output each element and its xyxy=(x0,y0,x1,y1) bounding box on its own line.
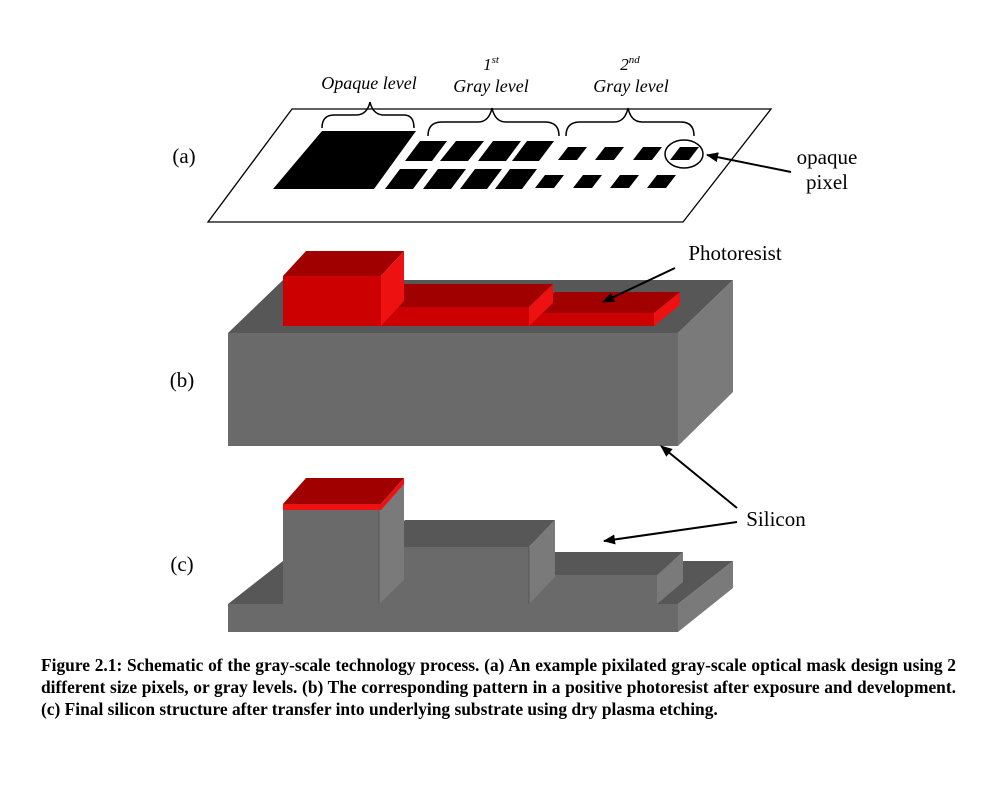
photoresist-step-3 xyxy=(529,292,680,326)
mask-pixel xyxy=(647,175,676,188)
resist-side xyxy=(381,251,404,326)
silicon-arrow-to-slab xyxy=(660,445,738,509)
panel-label-b: (b) xyxy=(170,368,195,392)
opaque-level-label: Opaque level xyxy=(321,73,416,93)
mask-pixel xyxy=(405,141,447,161)
photoresist-step-2 xyxy=(379,284,553,326)
mask-plate xyxy=(206,108,773,223)
mask-pixel xyxy=(460,169,502,189)
figure-caption: Figure 2.1: Schematic of the gray-scale … xyxy=(41,655,956,719)
mask-pixel xyxy=(670,147,699,160)
panel-a-mask: Opaque level 1st Gray level 2nd Gray lev… xyxy=(206,54,858,223)
silicon-arrow-to-steps xyxy=(603,521,738,545)
mask-pixel xyxy=(495,169,537,189)
opaque-pixel-label-line1: opaque xyxy=(797,145,858,169)
photoresist-step-1 xyxy=(283,251,404,326)
mask-pixel xyxy=(558,147,587,160)
opaque-pixel-label-line2: pixel xyxy=(806,170,848,194)
silicon-step-2 xyxy=(379,520,555,604)
gray-level-1-brace xyxy=(427,107,560,137)
mask-pixel xyxy=(385,169,428,189)
gray-level-2-label: Gray level xyxy=(593,76,668,96)
resist-top xyxy=(379,284,553,307)
residual-resist-front xyxy=(283,504,381,510)
mask-pixel xyxy=(423,169,466,189)
resist-side xyxy=(654,292,680,326)
base-slab-front xyxy=(228,604,678,632)
gray-level-1-label: Gray level xyxy=(453,76,528,96)
opaque-pixel-arrow xyxy=(706,152,792,173)
mask-pixel xyxy=(440,141,484,161)
photoresist-label: Photoresist xyxy=(688,241,782,265)
silicon-front xyxy=(283,508,379,604)
panel-label-c: (c) xyxy=(170,552,193,576)
resist-front xyxy=(529,313,654,326)
gray-level-1-pixels xyxy=(385,141,554,189)
mask-pixel xyxy=(633,147,662,160)
resist-top xyxy=(529,292,680,313)
mask-pixel xyxy=(610,175,639,188)
opaque-level-block xyxy=(273,131,416,189)
resist-front xyxy=(379,307,529,326)
silicon-side xyxy=(529,520,555,604)
gray-level-1-ordinal: 1st xyxy=(483,54,500,74)
resist-front xyxy=(283,276,381,326)
silicon-step-3 xyxy=(529,552,683,604)
gray-level-2-pixels xyxy=(535,147,699,188)
opaque-pixel-highlight-circle xyxy=(664,139,704,169)
panel-label-a: (a) xyxy=(172,144,195,168)
silicon-top xyxy=(529,552,683,575)
base-slab-side xyxy=(678,561,733,632)
photoresist-arrow xyxy=(602,267,676,303)
resist-side xyxy=(529,284,553,326)
mask-pixel xyxy=(478,141,521,161)
panel-b-resist-block: Photoresist xyxy=(228,241,782,446)
opaque-level-brace xyxy=(321,101,415,129)
residual-resist-side xyxy=(381,478,404,510)
mask-pixel xyxy=(595,147,624,160)
resist-top xyxy=(283,251,404,276)
silicon-slab-front xyxy=(228,333,678,446)
gray-level-2-brace xyxy=(565,107,695,137)
mask-pixel xyxy=(535,175,564,188)
silicon-side xyxy=(379,484,404,604)
gray-level-2-ordinal: 2nd xyxy=(620,54,640,74)
mask-pixel xyxy=(512,141,554,161)
mask-pixel xyxy=(573,175,602,188)
silicon-side xyxy=(657,552,683,604)
silicon-step-1 xyxy=(283,478,404,604)
panel-c-etched-silicon: Silicon xyxy=(228,445,806,632)
residual-resist-top xyxy=(283,478,404,504)
silicon-slab-side xyxy=(678,280,733,446)
silicon-label: Silicon xyxy=(746,507,806,531)
silicon-top xyxy=(379,520,555,547)
